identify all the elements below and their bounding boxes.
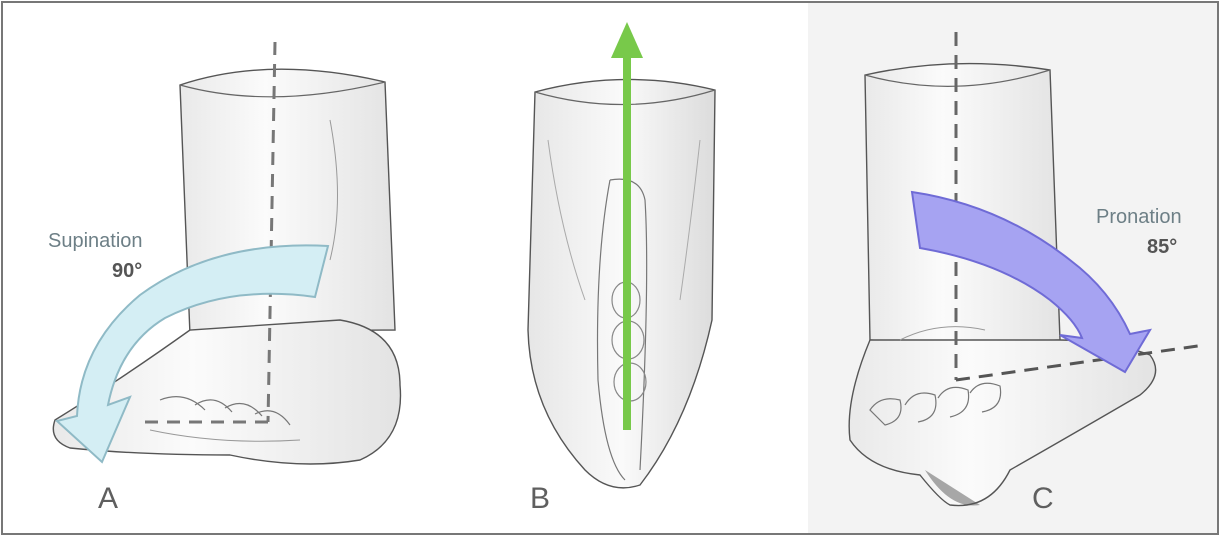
supination-label: Supination — [48, 230, 143, 252]
panel-c-letter: C — [1032, 482, 1054, 515]
pronation-label: Pronation — [1096, 206, 1182, 228]
panel-a: Supination 90° A — [48, 42, 401, 515]
panel-b-letter: B — [530, 482, 550, 515]
panel-a-letter: A — [98, 482, 118, 515]
axis-arrow-head — [611, 22, 643, 58]
panel-b-wrist-drawing — [528, 79, 715, 487]
supination-degrees: 90° — [112, 260, 142, 282]
panel-b: B — [528, 22, 715, 515]
pronation-degrees: 85° — [1147, 236, 1177, 258]
